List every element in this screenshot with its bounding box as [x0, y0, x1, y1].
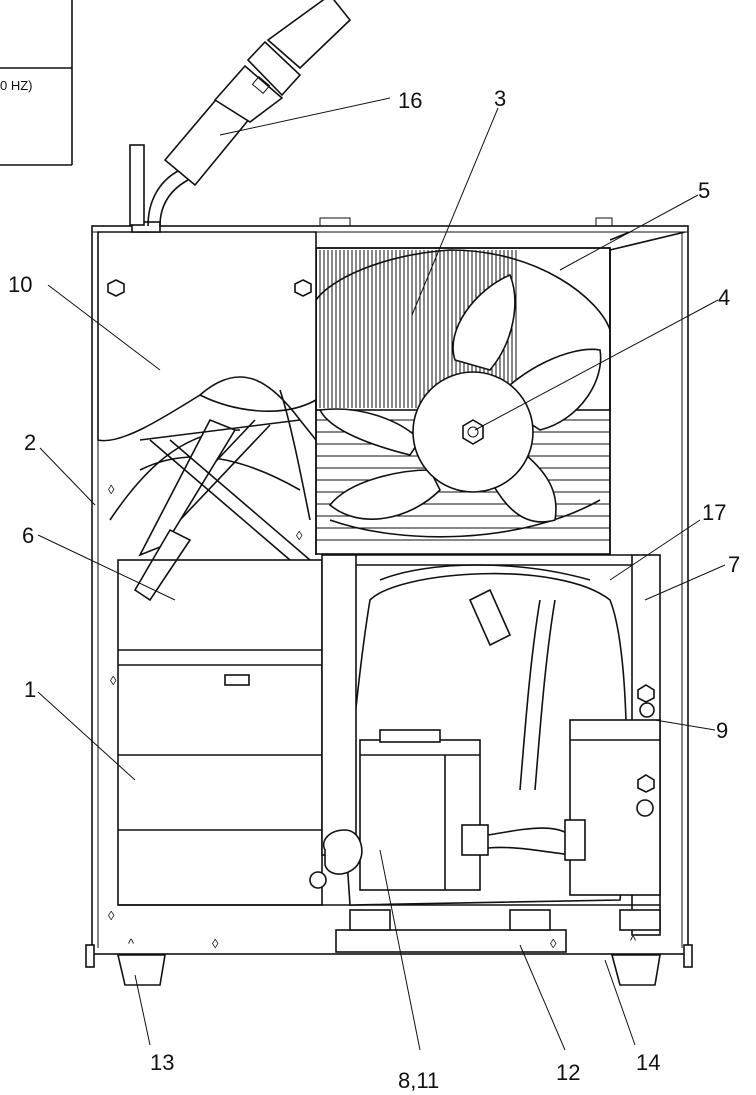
callout-5: 5: [698, 178, 710, 203]
table-row-text: 0 HZ): [0, 78, 33, 93]
svg-text:◊: ◊: [212, 936, 219, 951]
side-control-box: [564, 684, 661, 896]
callout-9: 9: [716, 718, 728, 743]
callout-10: 10: [8, 272, 32, 297]
callout-6: 6: [22, 523, 34, 548]
callout-16: 16: [398, 88, 422, 113]
callout-8-11: 8,11: [398, 1068, 439, 1093]
callout-3: 3: [494, 86, 506, 111]
electrical-box: [309, 729, 576, 891]
fastener-marks: ◊ ◊ ◊ ^ ◊ ◊ ^ ◊: [108, 482, 637, 951]
left-cover: [97, 221, 317, 442]
piping: [109, 376, 317, 602]
callout-labels: 16 3 5 4 10 2 6 17 7 1 9 13 8,11 12 14: [8, 86, 740, 1093]
callout-14: 14: [636, 1050, 660, 1075]
callout-13: 13: [150, 1050, 174, 1075]
callout-2: 2: [24, 430, 36, 455]
leader-lines: [37, 97, 726, 1051]
svg-text:◊: ◊: [110, 673, 117, 688]
svg-text:◊: ◊: [108, 908, 115, 923]
callout-12: 12: [556, 1060, 580, 1085]
svg-text:◊: ◊: [108, 482, 115, 497]
callout-4: 4: [718, 285, 730, 310]
callout-7: 7: [728, 552, 740, 577]
table-fragment: 0 HZ): [0, 0, 73, 166]
svg-text:◊: ◊: [550, 936, 557, 951]
svg-text:◊: ◊: [296, 528, 303, 543]
callout-17: 17: [702, 500, 726, 525]
callout-1: 1: [24, 677, 36, 702]
base: [116, 909, 661, 986]
hose-fitting: [129, 0, 352, 227]
fan-blades: [318, 273, 602, 523]
vertical-pipe: [321, 554, 357, 856]
svg-text:^: ^: [630, 933, 637, 948]
svg-text:^: ^: [128, 936, 135, 951]
